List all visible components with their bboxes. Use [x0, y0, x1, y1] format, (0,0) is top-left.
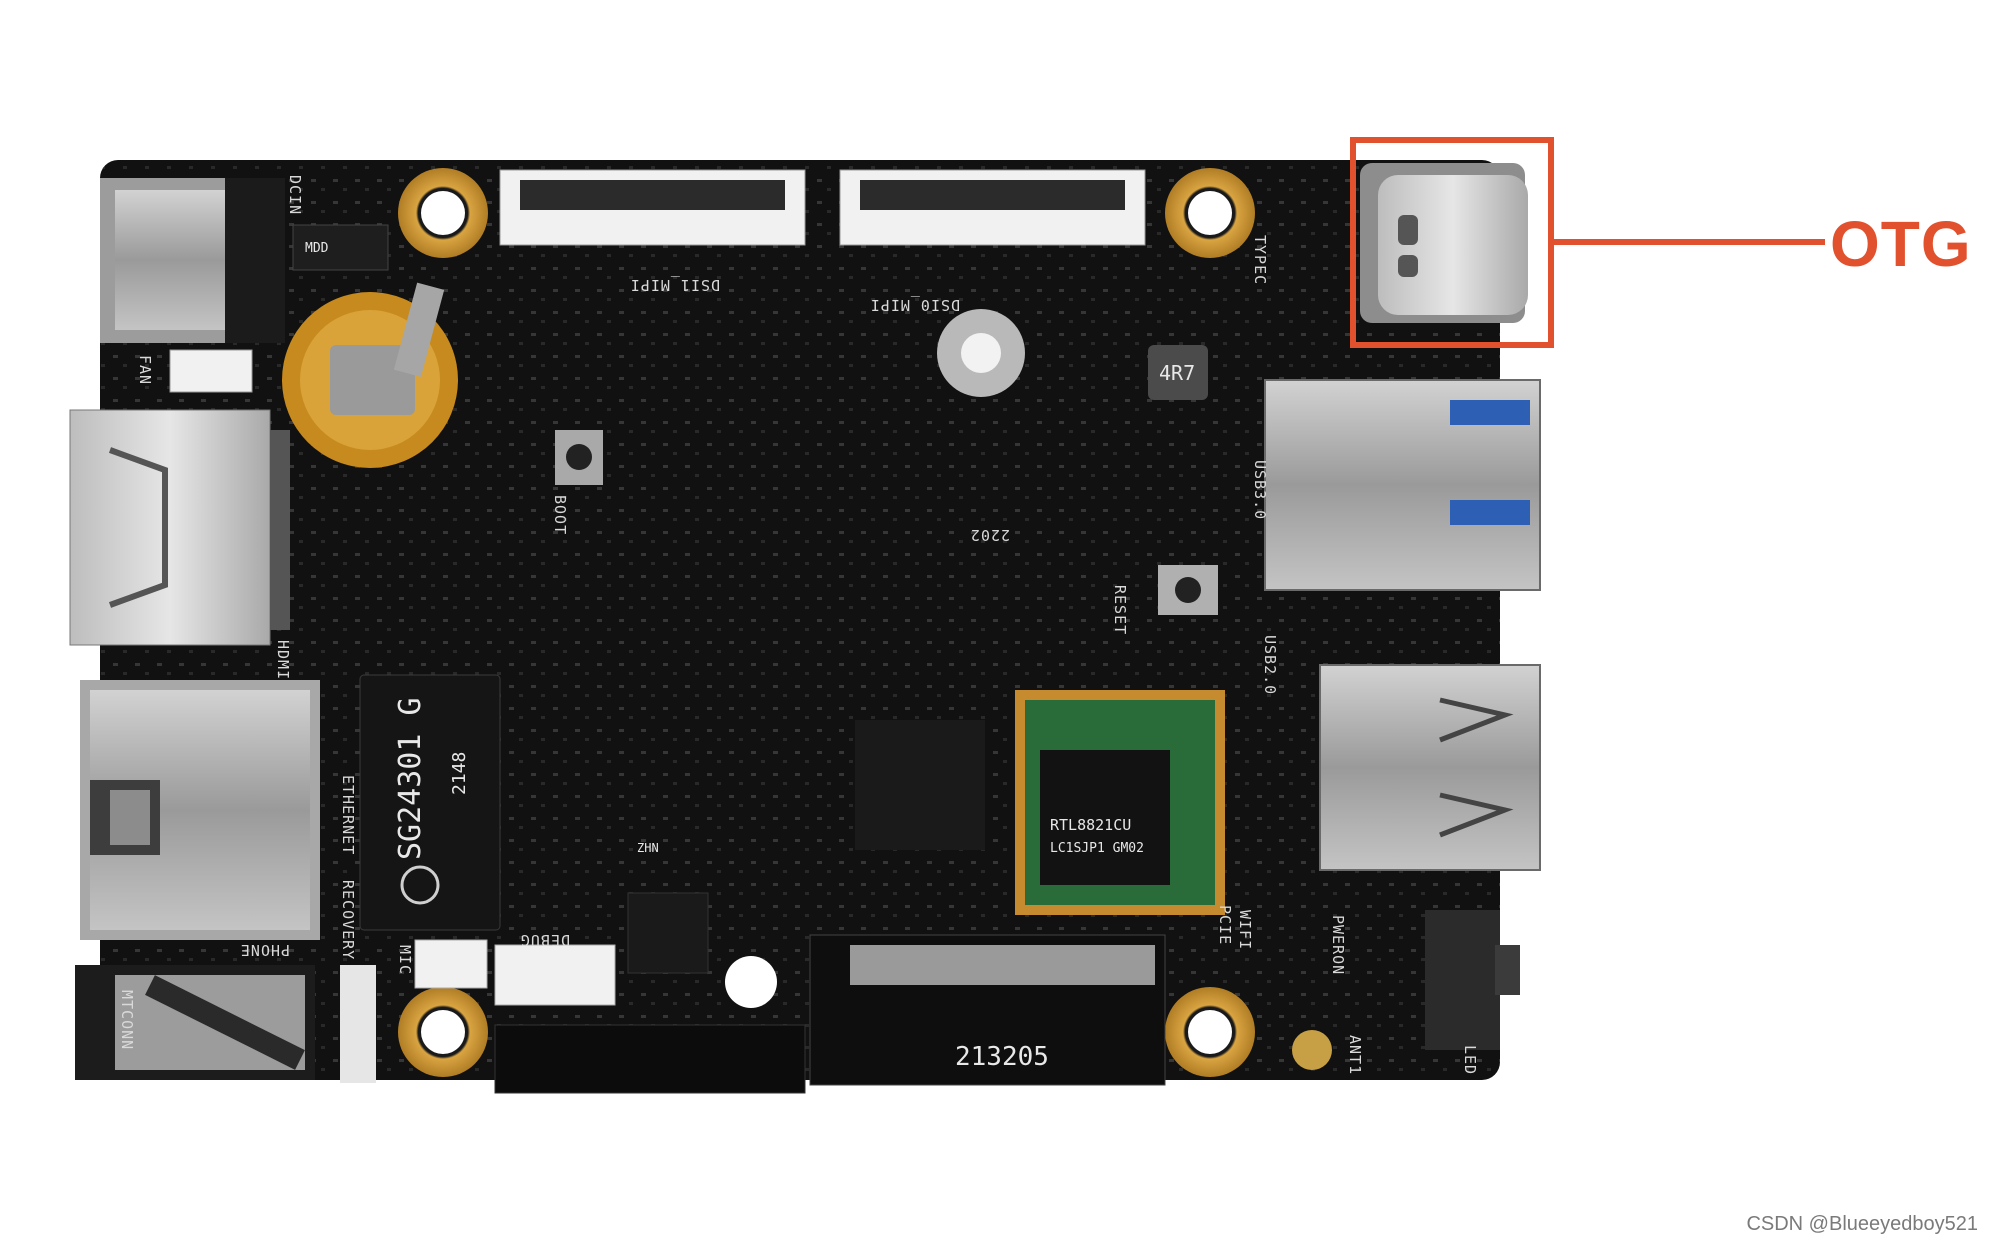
silk-usb3: USB3.0	[1251, 460, 1269, 520]
silk-led: LED	[1461, 1045, 1479, 1075]
transformer-code: 2148	[449, 752, 470, 795]
silk-date-code: 2202	[970, 526, 1010, 544]
m2-slot: 213205	[809, 934, 1166, 1086]
ethernet-transformer: SG24301 G 2148	[359, 674, 501, 931]
transformer-model: SG24301 G	[393, 697, 428, 860]
recovery-button	[340, 965, 376, 1083]
silk-pcie: PCIE	[1216, 905, 1234, 945]
otg-label: OTG	[1830, 208, 1972, 280]
silk-fan: FAN	[136, 355, 154, 385]
mounting-holes	[398, 168, 1255, 1077]
antenna-connector	[1292, 1030, 1332, 1070]
silk-boot: BOOT	[551, 495, 569, 535]
audio-jack	[75, 965, 315, 1080]
rtc-battery	[282, 282, 458, 468]
power-switch-lever	[1495, 945, 1520, 995]
silk-debug: DEBUG	[520, 931, 570, 949]
wifi-chip-line2: LC1SJP1 GM02	[1050, 841, 1144, 856]
silk-recovery: RECOVERY	[339, 880, 357, 960]
ethernet-port	[80, 680, 320, 940]
debug-connector	[494, 944, 616, 1006]
m2-code: 213205	[955, 1042, 1049, 1072]
silk-dsi0: DSI0_MIPI	[870, 296, 960, 314]
silk-mtconn: MTCONN	[118, 990, 136, 1050]
dc-in-jack	[100, 178, 285, 343]
small-ic-label: ZHN	[637, 841, 659, 855]
cpu-area	[855, 720, 985, 850]
silk-hdmi: HDMI	[274, 640, 292, 680]
watermark: CSDN @Blueeyedboy521	[1746, 1213, 1978, 1235]
silk-mic: MIC	[396, 945, 414, 975]
silk-phone: PHONE	[240, 941, 290, 959]
silk-ant1: ANT1	[1346, 1035, 1364, 1075]
inductor	[1148, 345, 1208, 400]
fan-connector	[169, 349, 253, 393]
silk-wifi: WIFI	[1236, 910, 1254, 950]
wifi-chip-line1: RTL8821CU	[1050, 816, 1131, 834]
mic-connector	[414, 939, 488, 989]
silk-pweron: PWERON	[1329, 915, 1347, 975]
inductor-label: 4R7	[1159, 361, 1195, 385]
silk-reset: RESET	[1111, 585, 1129, 635]
mipi-dsi0-connector	[839, 169, 1146, 246]
usb-typec-port	[1360, 163, 1528, 323]
silk-dsi1: DSI1_MIPI	[630, 276, 720, 294]
usb2-port	[1319, 664, 1541, 871]
diode	[292, 224, 389, 271]
silk-ethernet: ETHERNET	[339, 775, 357, 855]
mipi-dsi1-connector	[499, 169, 806, 246]
silk-usb2: USB2.0	[1261, 635, 1279, 695]
silk-dcin: DCIN	[286, 175, 304, 215]
wifi-module: RTL8821CU LC1SJP1 GM02	[1015, 690, 1225, 915]
otg-callout	[1350, 137, 1825, 348]
hdmi-port	[69, 409, 290, 646]
usb3-port	[1264, 379, 1541, 591]
diode-label: MDD	[305, 241, 329, 256]
silk-typec: TYPEC	[1251, 235, 1269, 285]
usb-hub-chip	[627, 892, 709, 974]
gpio-header	[494, 1024, 806, 1094]
power-switch	[1425, 910, 1500, 1050]
pcb	[100, 160, 1500, 1080]
